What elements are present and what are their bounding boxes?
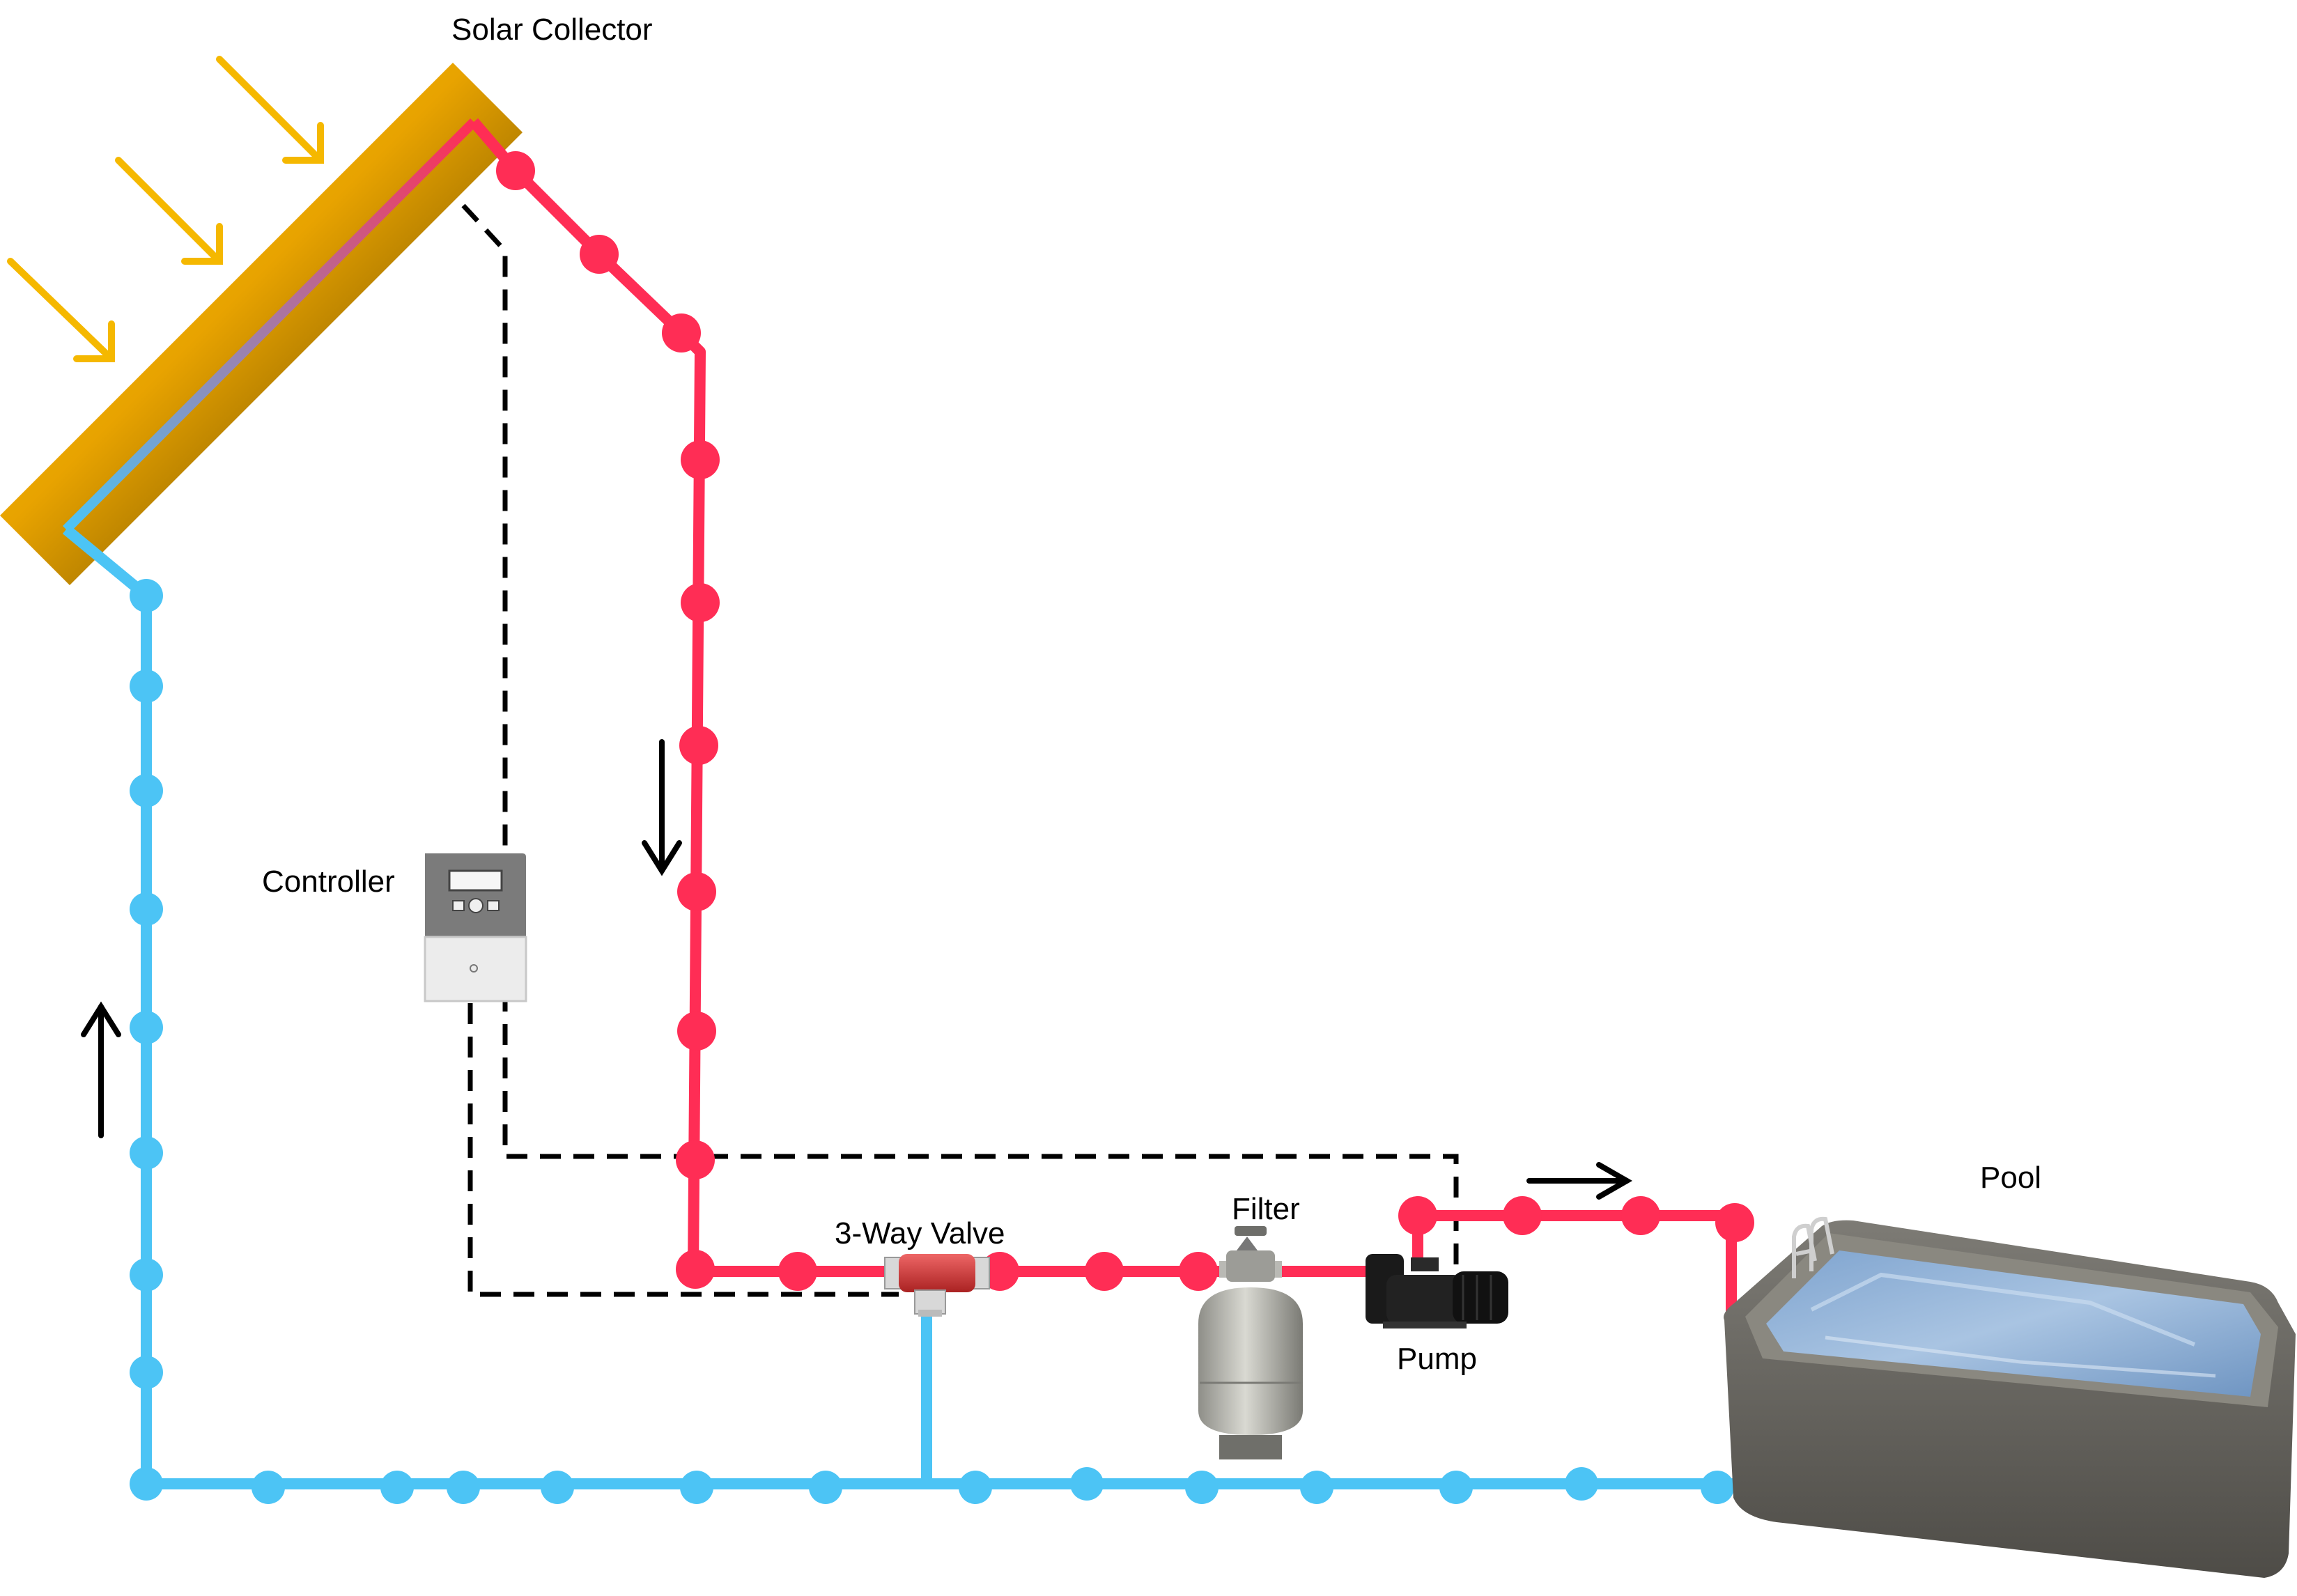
pool bbox=[1724, 1216, 2296, 1578]
collector-panel bbox=[0, 63, 523, 585]
controller-label: Controller bbox=[262, 865, 395, 899]
flow-arrows bbox=[81, 739, 1633, 1200]
solar-collector-label: Solar Collector bbox=[451, 13, 653, 47]
pool-ladder bbox=[1792, 1216, 1834, 1278]
pool-water bbox=[1766, 1250, 2261, 1397]
flow-arrow-down-icon bbox=[642, 739, 682, 876]
controller-lower-housing bbox=[424, 936, 527, 1002]
solar-collector bbox=[0, 63, 523, 585]
pump-control-wire bbox=[502, 857, 1459, 1268]
sun-ray-arrow-icon bbox=[115, 157, 223, 265]
hot-pipe-markers bbox=[496, 151, 1754, 1291]
cold-pipe-markers bbox=[130, 579, 1734, 1504]
valve-control-wire bbox=[467, 1003, 899, 1297]
controller-button-left bbox=[452, 900, 465, 911]
sun-rays bbox=[7, 56, 324, 362]
sensor-wire bbox=[461, 203, 508, 857]
labels: Solar Collector Controller 3-Way Valve F… bbox=[262, 13, 2041, 1376]
filter-label: Filter bbox=[1232, 1192, 1300, 1226]
collector-riser-pipe bbox=[63, 118, 477, 533]
controller-button-center bbox=[468, 898, 484, 913]
sun-ray-arrow-icon bbox=[216, 56, 324, 164]
hot-pipe bbox=[469, 118, 1737, 1324]
flow-arrow-up-icon bbox=[81, 1001, 121, 1138]
pump bbox=[1366, 1254, 1508, 1328]
pool-label: Pool bbox=[1980, 1161, 2041, 1195]
cold-pipe bbox=[62, 525, 1898, 1489]
sun-ray-arrow-icon bbox=[7, 258, 115, 362]
controller-led bbox=[470, 964, 478, 973]
control-wires bbox=[461, 203, 1459, 1297]
flow-arrow-right-icon bbox=[1526, 1162, 1633, 1200]
three-way-valve-label: 3-Way Valve bbox=[835, 1216, 1005, 1250]
pump-label: Pump bbox=[1397, 1342, 1477, 1376]
controller-button-right bbox=[487, 900, 500, 911]
controller-unit bbox=[424, 853, 527, 1002]
three-way-valve bbox=[884, 1254, 990, 1317]
filter-tank bbox=[1198, 1226, 1303, 1459]
controller-display bbox=[448, 869, 503, 892]
